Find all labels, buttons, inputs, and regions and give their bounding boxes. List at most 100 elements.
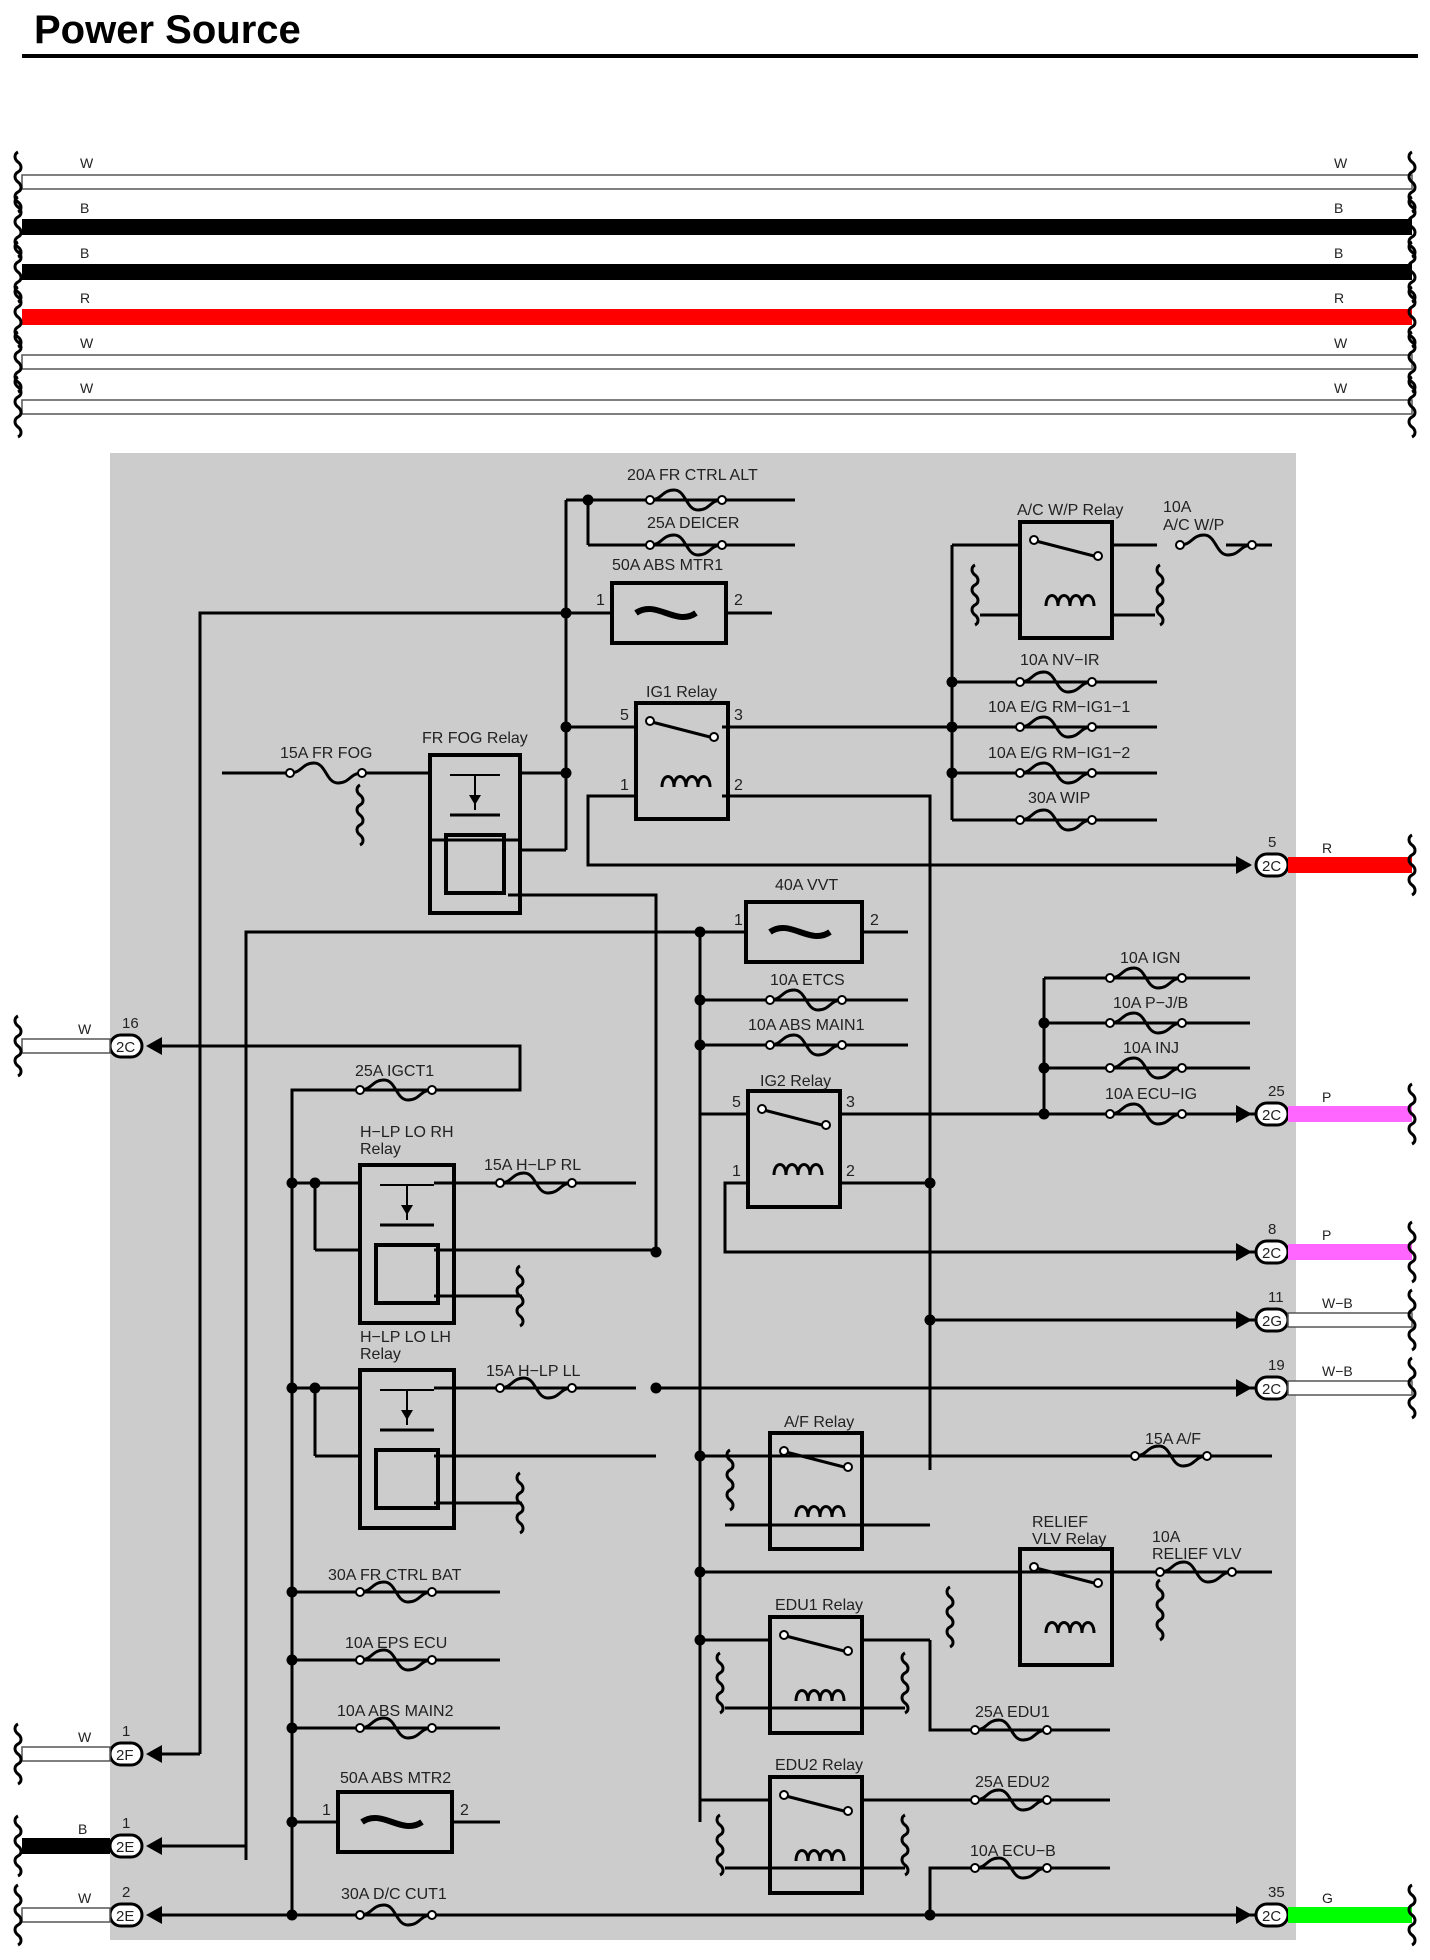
fuse-label: 25A DEICER — [647, 515, 739, 532]
bus-color-label: W — [1334, 335, 1348, 351]
fuse-icon — [1109, 1056, 1183, 1080]
fuse-icon — [289, 761, 363, 785]
connector-pin: 16 — [122, 1015, 139, 1032]
relay-label: Relay — [360, 1346, 401, 1363]
connector-pin: 5 — [1268, 834, 1276, 851]
relay-label: IG2 Relay — [760, 1073, 831, 1090]
connector-id: 2C — [1262, 858, 1281, 875]
fusible-link-icon — [744, 900, 864, 964]
bus-color-label: B — [80, 245, 89, 261]
pin-label: 2 — [460, 1802, 469, 1819]
connector-pin: 1 — [122, 1723, 130, 1740]
fuse-label: 15A H−LP LL — [486, 1363, 581, 1380]
relays — [358, 520, 1114, 1895]
relay-label: A/C W/P Relay — [1017, 502, 1123, 519]
fuse-label: 25A EDU2 — [975, 1774, 1050, 1791]
relay-icon — [358, 1163, 456, 1325]
pin-label: 1 — [734, 912, 743, 929]
fuse-icon — [359, 1903, 433, 1927]
pin-label: 1 — [322, 1802, 331, 1819]
fuse-label: 40A VVT — [775, 877, 838, 894]
bus-color-label: B — [80, 200, 89, 216]
pin-label: 2 — [846, 1163, 855, 1180]
fuse-label: 50A ABS MTR2 — [340, 1770, 451, 1787]
fuse-icon — [649, 488, 723, 512]
relay-label: H−LP LO RH — [360, 1124, 454, 1141]
fuse-icon — [974, 1788, 1048, 1812]
wire-color-label: W−B — [1322, 1363, 1353, 1379]
pin-label: 2 — [734, 592, 743, 609]
pin-label: 5 — [620, 707, 629, 724]
fuse-icon — [649, 533, 723, 557]
wire-color-label: G — [1322, 1890, 1333, 1906]
wire-color-label: W — [78, 1729, 92, 1745]
fuse-icon — [1019, 761, 1093, 785]
connector-pin: 35 — [1268, 1884, 1285, 1901]
bus-color-label: R — [1334, 290, 1344, 306]
relay-icon — [1018, 1547, 1114, 1667]
relay-label: H−LP LO LH — [360, 1329, 451, 1346]
connector-pin: 25 — [1268, 1083, 1285, 1100]
connector-pin: 8 — [1268, 1221, 1276, 1238]
connector-id: 2E — [116, 1908, 134, 1925]
pin-label: 3 — [846, 1094, 855, 1111]
pin-label: 1 — [596, 592, 605, 609]
relay-label: A/F Relay — [784, 1414, 854, 1431]
relay-label: RELIEF — [1032, 1514, 1088, 1531]
fuse-label: 30A D/C CUT1 — [341, 1886, 447, 1903]
connector-pin: 1 — [122, 1815, 130, 1832]
fuse-label: 10A E/G RM−IG1−1 — [988, 699, 1130, 716]
wire-color-label: W — [78, 1890, 92, 1906]
fuse-label: 25A IGCT1 — [355, 1063, 434, 1080]
fuse-icon — [359, 1580, 433, 1604]
fusible-link-icon — [610, 581, 728, 645]
fuse-label: 10A P−J/B — [1113, 995, 1188, 1012]
relay-icon — [428, 753, 522, 915]
wire-color-label: P — [1322, 1227, 1331, 1243]
fuse-label: 10A INJ — [1123, 1040, 1179, 1057]
connector-id: 2G — [1262, 1313, 1282, 1330]
relay-icon — [746, 1089, 842, 1209]
relay-icon — [358, 1368, 456, 1530]
bus-color-label: B — [1334, 245, 1343, 261]
bus-color-label: W — [1334, 155, 1348, 171]
fuse-icon — [1019, 670, 1093, 694]
fuse-icon — [1109, 966, 1183, 990]
labels: 20A FR CTRL ALT 25A DEICER 50A ABS MTR1 … — [280, 467, 1242, 1903]
pin-label: 1 — [732, 1163, 741, 1180]
fuse-label: 15A H−LP RL — [484, 1157, 581, 1174]
fuse-label: 10A IGN — [1120, 950, 1180, 967]
bus-color-label: W — [1334, 380, 1348, 396]
fuse-icon — [499, 1376, 573, 1400]
fuse-icon — [1019, 808, 1093, 832]
title-rule — [22, 54, 1418, 58]
relay-icon — [768, 1431, 864, 1551]
fuse-label: 10A ECU−B — [970, 1843, 1056, 1860]
fuse-icon — [1179, 533, 1253, 557]
fuse-label: 30A WIP — [1028, 790, 1090, 807]
relay-label: VLV Relay — [1032, 1531, 1106, 1548]
fuse-label: 10A ABS MAIN2 — [337, 1703, 454, 1720]
fuse-label: 10A NV−IR — [1020, 652, 1100, 669]
relay-icon — [634, 701, 730, 821]
fuse-label: 50A ABS MTR1 — [612, 557, 723, 574]
fuse-icon — [1109, 1011, 1183, 1035]
junction-dots — [286, 494, 1050, 1921]
fuse-label: 20A FR CTRL ALT — [627, 467, 758, 484]
bus-color-label: W — [80, 155, 94, 171]
pin-label: 1 — [620, 777, 629, 794]
pin-label: 2 — [734, 777, 743, 794]
relay-label: IG1 Relay — [646, 684, 717, 701]
fuse-icon — [1134, 1444, 1208, 1468]
fuse-label: 10A EPS ECU — [345, 1635, 447, 1652]
relay-label: Relay — [360, 1141, 401, 1158]
